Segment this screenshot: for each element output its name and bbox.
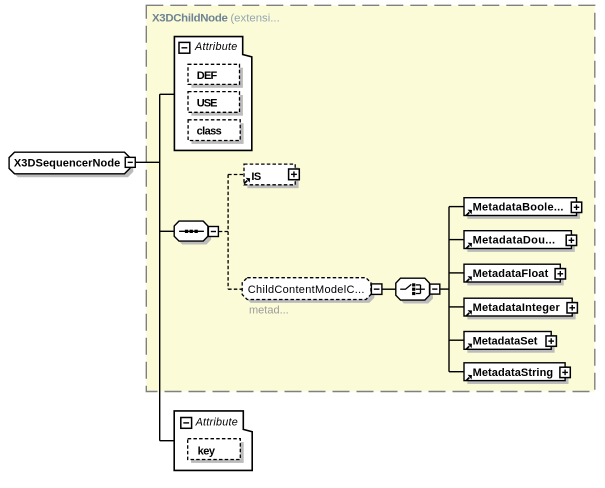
svg-text:metad...: metad...: [249, 305, 289, 317]
svg-text:MetadataBoole...: MetadataBoole...: [473, 202, 564, 214]
svg-text:MetadataSet: MetadataSet: [473, 336, 538, 348]
svg-text:MetadataString: MetadataString: [473, 367, 554, 379]
svg-text:class: class: [197, 125, 222, 137]
svg-text:ChildContentModelC...: ChildContentModelC...: [248, 284, 365, 296]
svg-text:DEF: DEF: [197, 70, 218, 82]
svg-text:MetadataDou...: MetadataDou...: [473, 235, 556, 247]
svg-text:MetadataFloat: MetadataFloat: [473, 268, 549, 280]
svg-text:USE: USE: [197, 97, 217, 109]
svg-text:X3DSequencerNode: X3DSequencerNode: [14, 158, 120, 170]
svg-text:X3DChildNode (extensi...: X3DChildNode (extensi...: [152, 13, 280, 25]
svg-text:Attribute: Attribute: [195, 416, 238, 428]
svg-text:key: key: [198, 446, 216, 458]
svg-text:Attribute: Attribute: [194, 41, 237, 53]
svg-text:IS: IS: [251, 171, 260, 183]
svg-text:MetadataInteger: MetadataInteger: [473, 302, 561, 314]
